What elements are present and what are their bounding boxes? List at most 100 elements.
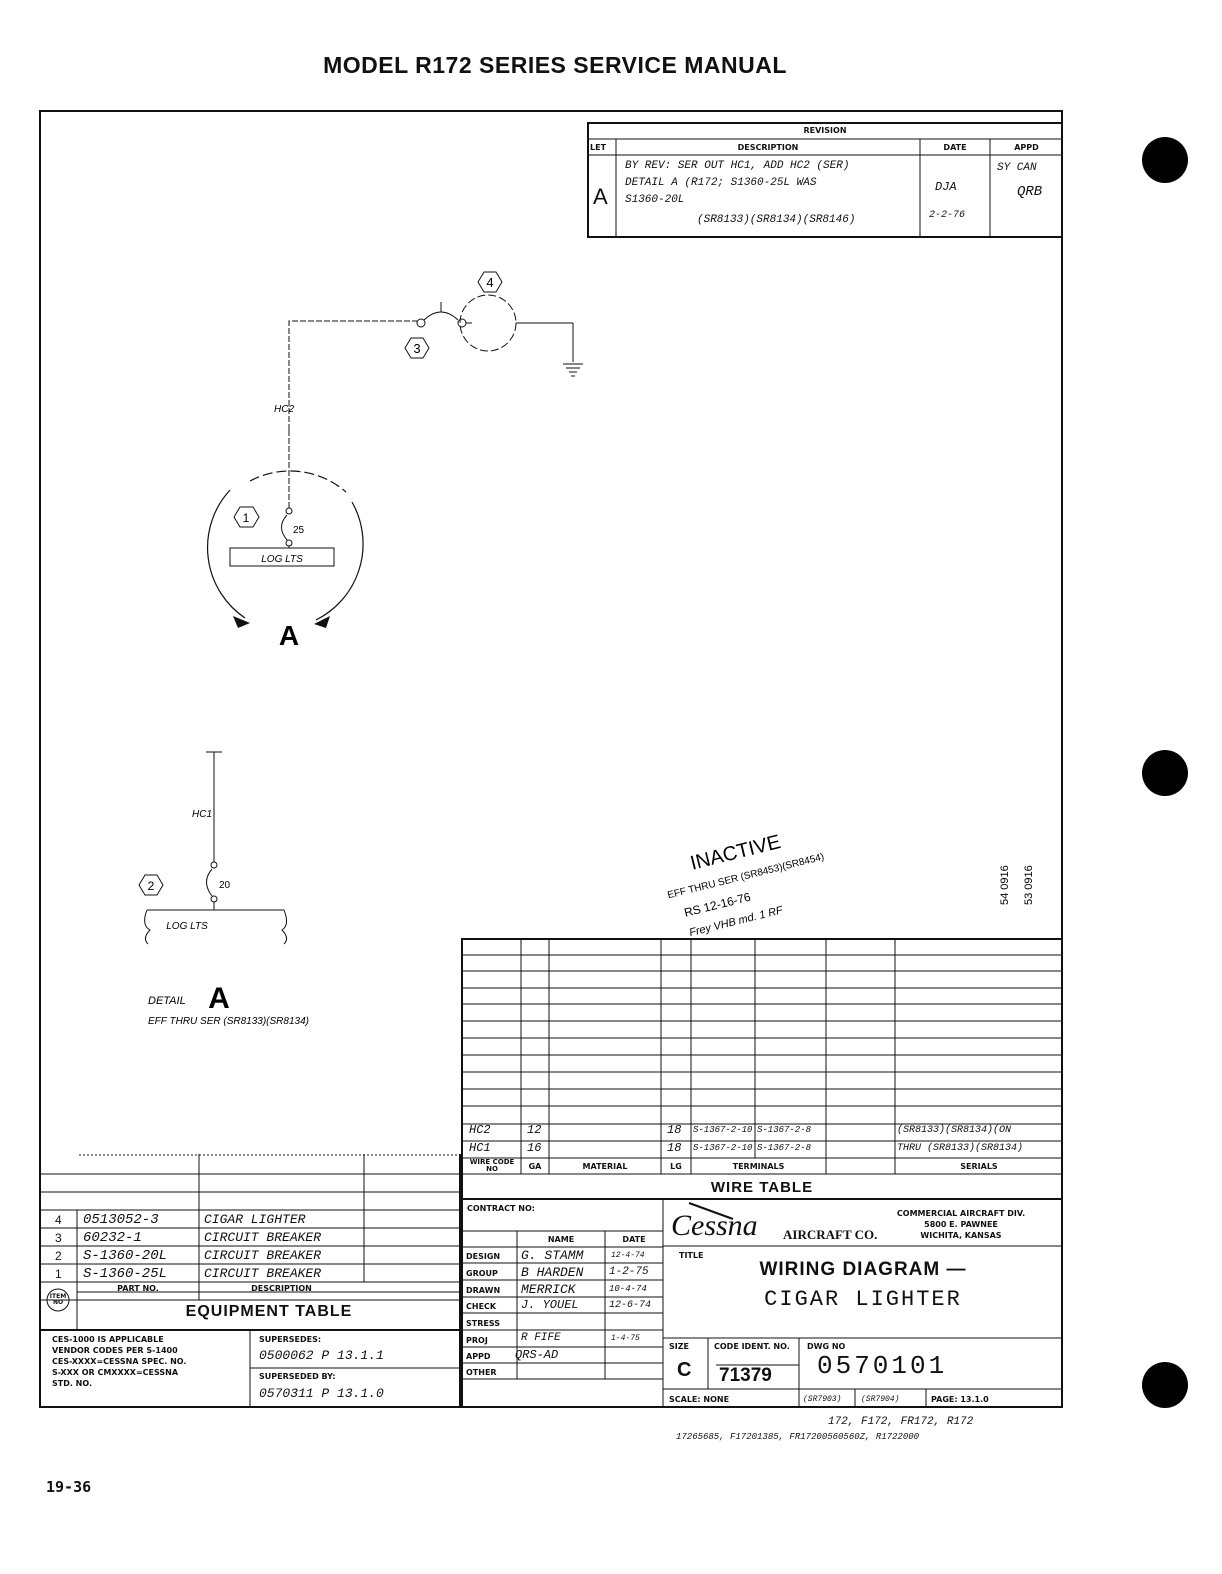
serial-a: (SR7903) xyxy=(803,1395,842,1404)
wire-label-hc1: HC1 xyxy=(192,809,212,820)
col-description: DESCRIPTION xyxy=(737,143,799,152)
col-date: DATE xyxy=(943,143,967,152)
col-date: DATE xyxy=(622,1235,646,1244)
bus-label-top: LOG LTS xyxy=(261,554,303,565)
effectivity-note-2: 17265685, F17201385, FR17200560560Z, R17… xyxy=(676,1432,920,1442)
title-block: CONTRACT NO: NAME DATE DESIGN G. STAMM 1… xyxy=(461,1199,1063,1408)
ces-note-line: CES-1000 IS APPLICABLE xyxy=(52,1335,164,1344)
ces-note-line: CES-XXXX=CESSNA SPEC. NO. xyxy=(52,1357,187,1366)
item-4-hex xyxy=(477,271,503,293)
revision-desc-line: S1360-20L xyxy=(625,194,685,206)
revision-date-initials: DJA xyxy=(935,180,957,194)
revision-appd: SY CAN xyxy=(997,162,1037,174)
equip-desc: CIRCUIT BREAKER xyxy=(204,1248,322,1263)
equip-part: S-1360-25L xyxy=(83,1266,168,1282)
company-city: WICHITA, KANSAS xyxy=(920,1231,1002,1240)
equip-desc: CIGAR LIGHTER xyxy=(204,1212,306,1227)
dwg-no-value: 0570101 xyxy=(817,1351,948,1381)
serial-b: (SR7904) xyxy=(861,1395,900,1404)
arrow-head xyxy=(233,616,250,628)
row-label: CHECK xyxy=(466,1302,497,1311)
col-ga: GA xyxy=(528,1162,542,1171)
equip-item: 1 xyxy=(55,1267,62,1281)
size-label: SIZE xyxy=(669,1342,690,1351)
equipment-table-title: EQUIPMENT TABLE xyxy=(185,1303,353,1320)
row-date: 10-4-74 xyxy=(609,1284,647,1294)
contract-label: CONTRACT NO: xyxy=(467,1204,535,1213)
col-name: NAME xyxy=(547,1235,575,1244)
row-label: STRESS xyxy=(466,1319,501,1328)
wire-terminal-2: S-1367-2-8 xyxy=(757,1125,812,1135)
equipment-table: ITEM NO 4 0513052-3 CIGAR LIGHTER 3 6023… xyxy=(39,1154,461,1408)
item-1-number: 1 xyxy=(243,511,250,525)
drawing-title-2: CIGAR LIGHTER xyxy=(764,1287,962,1312)
equip-part: S-1360-20L xyxy=(83,1248,168,1264)
page-number: 19-36 xyxy=(46,1478,92,1496)
scale: SCALE: NONE xyxy=(669,1395,730,1404)
revision-heading: REVISION xyxy=(803,126,847,135)
equip-item: 2 xyxy=(55,1249,62,1263)
amp-20: 20 xyxy=(219,880,231,891)
row-name: MERRICK xyxy=(521,1282,576,1297)
wire-terminal-1: S-1367-2-10 xyxy=(693,1125,753,1135)
col-let: LET xyxy=(590,143,607,152)
revision-block: REVISION LET DESCRIPTION DATE APPD A BY … xyxy=(587,122,1063,238)
wire-ga: 12 xyxy=(527,1123,542,1137)
detail-circle xyxy=(206,430,364,621)
wire-terminal-1: S-1367-2-10 xyxy=(693,1143,753,1153)
wire-code: HC2 xyxy=(469,1123,491,1137)
page-title: MODEL R172 SERIES SERVICE MANUAL xyxy=(323,52,787,78)
code-ident-value: 71379 xyxy=(719,1365,772,1386)
company-suffix: AIRCRAFT CO. xyxy=(783,1227,878,1242)
wire-serials: THRU (SR8133)(SR8134) xyxy=(897,1143,1024,1154)
detail-marker: A xyxy=(279,620,299,651)
row-name: G. STAMM xyxy=(521,1248,584,1263)
punch-hole xyxy=(1142,137,1188,183)
row-label: APPD xyxy=(466,1352,491,1361)
side-stamp-1: 54 0916 xyxy=(999,865,1011,905)
wire-table: HC2 12 18 S-1367-2-10 S-1367-2-8 (SR8133… xyxy=(461,938,1063,1200)
drawing-frame xyxy=(39,110,1063,1408)
row-name: B HARDEN xyxy=(521,1265,584,1280)
side-stamp-2: 53 0916 xyxy=(1023,865,1035,905)
equip-part: 60232-1 xyxy=(83,1230,142,1246)
row-label: DRAWN xyxy=(466,1286,501,1295)
item-2-number: 2 xyxy=(148,879,155,893)
supersedes-value: 0500062 P 13.1.1 xyxy=(259,1348,384,1363)
item-3-hex xyxy=(404,337,430,359)
col-appd: APPD xyxy=(1014,143,1039,152)
row-date: 1-4-75 xyxy=(611,1334,640,1343)
row-date: 1-2-75 xyxy=(609,1266,649,1278)
detail-eff: EFF THRU SER (SR8133)(SR8134) xyxy=(148,1016,309,1027)
col-part-no: PART NO. xyxy=(117,1284,159,1293)
arrow-head xyxy=(314,616,330,628)
revision-letter: A xyxy=(593,184,608,209)
logo-swoosh xyxy=(688,1202,734,1220)
wire-lg: 18 xyxy=(667,1123,682,1137)
col-serials: SERIALS xyxy=(960,1162,998,1171)
ces-note-line: VENDOR CODES PER S-1400 xyxy=(52,1346,178,1355)
row-date: 12-6-74 xyxy=(609,1300,652,1311)
row-label: DESIGN xyxy=(466,1252,501,1261)
col-lg: LG xyxy=(670,1162,682,1171)
punch-hole xyxy=(1142,1362,1188,1408)
row-label: OTHER xyxy=(466,1368,497,1377)
punch-hole xyxy=(1142,750,1188,796)
item-1-hex xyxy=(233,506,260,528)
col-material: MATERIAL xyxy=(582,1162,628,1171)
row-name: QRS-AD xyxy=(515,1348,559,1362)
revision-desc-line: DETAIL A (R172; S1360-25L WAS xyxy=(625,177,817,189)
equip-desc: CIRCUIT BREAKER xyxy=(204,1266,322,1281)
amp-25: 25 xyxy=(293,525,305,536)
bus-label-bottom: LOG LTS xyxy=(166,921,208,932)
cessna-logo: Cessna xyxy=(671,1209,758,1242)
detail-label: DETAIL xyxy=(148,995,186,1007)
col-description: DESCRIPTION xyxy=(251,1284,312,1293)
hc1-circuit xyxy=(144,751,288,945)
equip-part: 0513052-3 xyxy=(83,1212,159,1228)
item-4-number: 4 xyxy=(486,275,493,290)
equip-item: 3 xyxy=(55,1231,62,1245)
side-stamp: 54 0916 53 0916 xyxy=(999,865,1035,905)
effectivity-note-1: 172, F172, FR172, R172 xyxy=(828,1416,974,1428)
superseded-by-label: SUPERSEDED BY: xyxy=(259,1372,336,1381)
